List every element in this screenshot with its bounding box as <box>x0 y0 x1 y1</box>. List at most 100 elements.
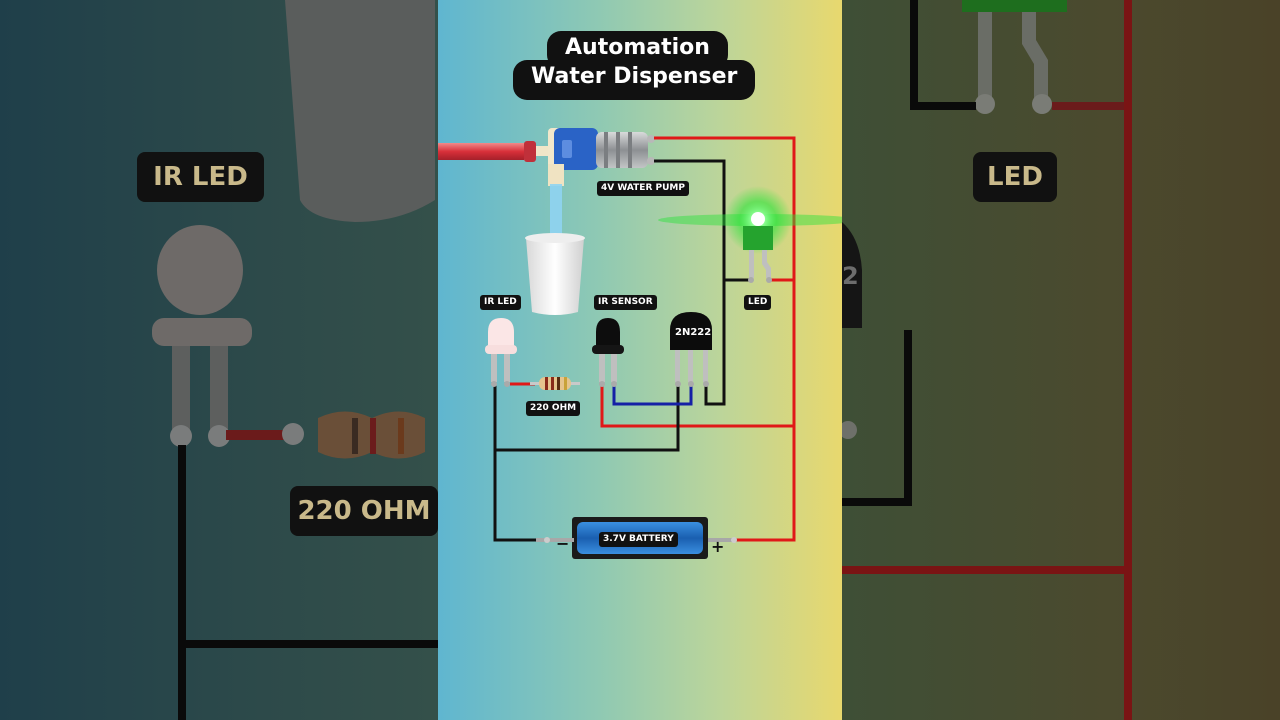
pump-motor-rib-1 <box>604 132 608 168</box>
water-stream <box>550 184 562 236</box>
ir-led-leg-left <box>172 346 190 436</box>
ir-sensor-label: IR SENSOR <box>594 295 657 310</box>
resistor <box>530 377 580 390</box>
left-ir-led-label: IR LED <box>137 152 264 202</box>
left-blurred-backdrop: IR LED 220 OHM <box>0 0 438 720</box>
ir-sensor-pin-1 <box>599 381 605 387</box>
band-3 <box>557 377 560 390</box>
blue-wire-sensor-to-base <box>612 384 693 406</box>
ir-sensor-dome <box>596 318 620 347</box>
ir-led-leg-1 <box>491 352 497 382</box>
pump-outlet <box>548 164 564 186</box>
battery-plus-sign: + <box>711 537 725 556</box>
resistor-band-1 <box>352 418 358 454</box>
battery-lead-neg <box>536 538 574 542</box>
cup <box>526 238 584 315</box>
transistor <box>670 312 712 387</box>
led-label: LED <box>744 295 772 310</box>
ir-led-dome-shape <box>157 225 243 315</box>
black-wire-vertical <box>178 445 186 720</box>
pump-housing <box>554 128 598 170</box>
red-wire-join <box>1052 102 1128 110</box>
circuit-diagram <box>438 128 842 559</box>
led-pin-2 <box>766 277 772 283</box>
resistor-band-2 <box>370 418 376 454</box>
transistor-body <box>670 312 712 350</box>
leg-joint-left <box>170 425 192 447</box>
led-leg-left <box>978 12 992 100</box>
transistor-pin-b <box>688 381 694 387</box>
resistor-band-3 <box>398 418 404 454</box>
right-led-label: LED <box>973 152 1057 202</box>
red-wires <box>510 136 796 542</box>
ir-led-pin-2 <box>504 381 510 387</box>
led-hotspot <box>751 212 765 226</box>
red-wire-pump-to-battery <box>654 136 796 542</box>
band-2 <box>551 377 554 390</box>
black-wire-transistor-emitter <box>495 384 680 452</box>
battery-lead-pos <box>708 538 734 542</box>
resistor-label: 220 OHM <box>526 401 581 416</box>
black-wire-lower <box>904 330 912 505</box>
left-backdrop-drawing <box>152 0 438 720</box>
ir-sensor-base <box>592 345 624 354</box>
transistor-leg-e <box>675 350 680 382</box>
black-wire-top <box>910 0 918 110</box>
cup-rim <box>525 233 585 243</box>
led-body <box>743 226 773 250</box>
leg-joint-right <box>208 425 230 447</box>
pump-motor-rib-3 <box>628 132 632 168</box>
led-leg-1 <box>749 250 754 278</box>
led-joint-right <box>1032 94 1052 114</box>
ir-led-dome <box>488 318 514 346</box>
pump-motor <box>596 132 648 168</box>
water-hose <box>438 143 524 160</box>
right-backdrop-drawing <box>842 0 1132 720</box>
ir-led-base <box>485 345 517 354</box>
black-wire-irled-to-battery <box>493 384 544 542</box>
cup-shadow-shape <box>285 0 435 222</box>
right-blurred-backdrop: LED 2 <box>842 0 1280 720</box>
pump-terminal-pos <box>647 135 655 143</box>
black-wires <box>493 159 750 542</box>
ir-sensor-leg-2 <box>611 352 617 382</box>
red-wire-bottom <box>842 566 1132 574</box>
transistor-pin-e <box>675 381 681 387</box>
led-joint-left <box>975 94 995 114</box>
transistor-pin-c <box>703 381 709 387</box>
red-wire-segment <box>226 430 290 440</box>
right-partial-label: 2 <box>842 262 859 290</box>
led-leg-right <box>1022 12 1048 100</box>
pump-motor-rib-2 <box>616 132 620 168</box>
pump-housing-highlight <box>562 140 572 158</box>
ir-led-leg-right <box>210 346 228 436</box>
ir-led-rim-shape <box>152 318 252 346</box>
black-wire-horizontal <box>178 640 438 648</box>
pump-label: 4V WATER PUMP <box>597 181 689 196</box>
ir-sensor-pin-2 <box>611 381 617 387</box>
red-wire-vertical <box>1124 0 1132 720</box>
green-led <box>658 186 842 283</box>
battery-pin-neg <box>544 537 550 543</box>
transistor-label: 2N222 <box>675 327 712 338</box>
battery-label: 3.7V BATTERY <box>599 532 678 547</box>
ir-led <box>485 318 517 387</box>
resistor-joint <box>282 423 304 445</box>
transistor-leg-b <box>688 350 693 382</box>
transistor-leg-c <box>703 350 708 382</box>
led-body-shape <box>962 0 1067 12</box>
transistor-joint <box>842 421 857 439</box>
pump-terminal-neg <box>647 157 655 165</box>
pump-inlet <box>536 146 552 156</box>
red-wire-sensor <box>600 384 794 428</box>
black-wire-pump-to-transistor <box>654 159 726 406</box>
battery-minus-sign: − <box>556 534 570 553</box>
ir-led-leg-2 <box>504 352 510 382</box>
black-wire-lower-join <box>842 498 912 506</box>
ir-led-label: IR LED <box>480 295 521 310</box>
left-resistor-label: 220 OHM <box>290 486 438 536</box>
water-pump <box>536 128 655 186</box>
ir-led-pin-1 <box>491 381 497 387</box>
ir-sensor-leg-1 <box>599 352 605 382</box>
